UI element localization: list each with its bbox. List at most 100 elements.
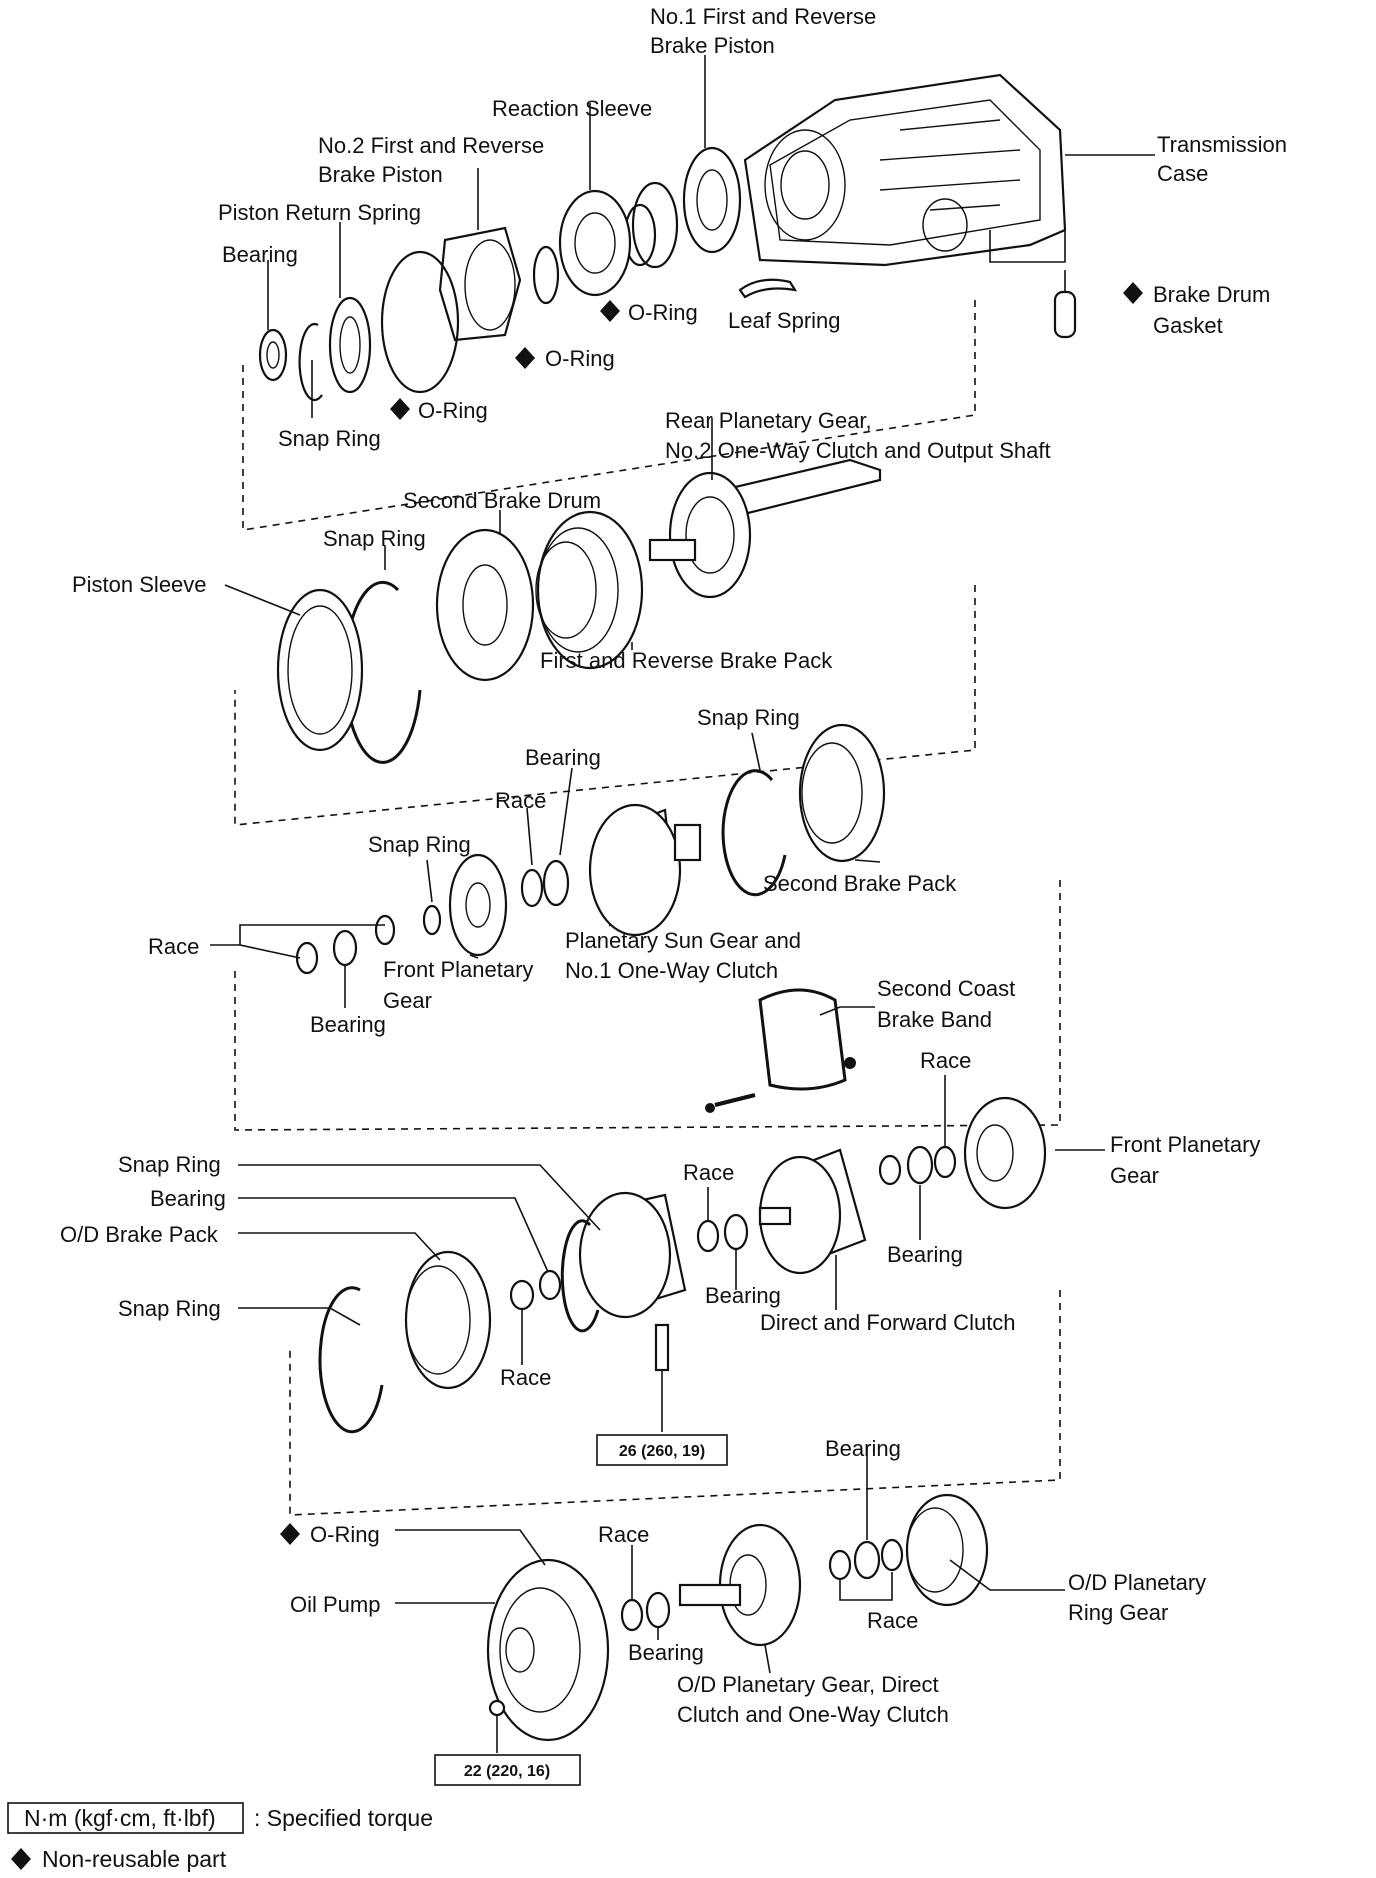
snap-ring-3-part xyxy=(721,769,787,897)
race-7b-part xyxy=(828,1549,852,1581)
bearing-6-part xyxy=(645,1591,671,1629)
label-race-3: Race xyxy=(920,1048,971,1073)
label-race-7: Race xyxy=(867,1608,918,1633)
label-no2-brake-piston-1: No.2 First and Reverse xyxy=(318,133,544,158)
label-reaction-sleeve: Reaction Sleeve xyxy=(492,96,652,121)
snap-ring-6-part xyxy=(318,1286,384,1434)
race-6-part xyxy=(620,1598,644,1632)
label-second-brake-pack: Second Brake Pack xyxy=(763,871,957,896)
coast-band-part xyxy=(705,988,856,1113)
bearing-5-part xyxy=(538,1269,562,1301)
bolt-2-part xyxy=(488,1699,506,1753)
torque-2-label: 22 (220, 16) xyxy=(464,1763,550,1780)
label-bearing-5: Bearing xyxy=(887,1242,963,1267)
leader-lines xyxy=(210,55,1155,1674)
front-planetary-a-part xyxy=(448,853,508,957)
torque-box-2 xyxy=(434,1754,581,1786)
label-oring-b: O-Ring xyxy=(545,346,615,371)
orings-top xyxy=(623,181,679,269)
second-brake-drum-part xyxy=(435,528,535,682)
label-rear-planetary-1: Rear Planetary Gear, xyxy=(665,408,872,433)
legend-torque-desc: : Specified torque xyxy=(254,1805,433,1831)
transmission-case xyxy=(743,73,1067,267)
label-oil-pump: Oil Pump xyxy=(290,1592,380,1617)
label-first-reverse-pack: First and Reverse Brake Pack xyxy=(540,648,833,673)
label-race-2: Race xyxy=(148,934,199,959)
snap-ring-4-part xyxy=(422,904,442,936)
label-bearing-8: Bearing xyxy=(628,1640,704,1665)
label-snap-ring-5: Snap Ring xyxy=(118,1152,221,1177)
bolt-1-part xyxy=(654,1323,670,1432)
label-bearing-top: Bearing xyxy=(222,242,298,267)
label-sun-gear-2: No.1 One-Way Clutch xyxy=(565,958,778,983)
piston-sleeve-part xyxy=(276,588,364,752)
oil-pump-part xyxy=(486,1558,610,1742)
bearing-2-part xyxy=(542,859,570,907)
first-reverse-pack-part xyxy=(535,510,644,670)
return-spring-part xyxy=(328,296,372,394)
large-oring-part xyxy=(380,250,460,394)
od-ring-gear-part xyxy=(905,1493,989,1607)
label-snap-ring-1: Snap Ring xyxy=(278,426,381,451)
label-od-ring-gear-1: O/D Planetary xyxy=(1068,1570,1206,1595)
sun-gear-part xyxy=(588,803,702,937)
snap-ring-small-part xyxy=(298,322,323,402)
race-3b-part xyxy=(878,1154,902,1186)
label-oring-c: O-Ring xyxy=(418,398,488,423)
bearing-7-part xyxy=(723,1213,749,1251)
label-race-4: Race xyxy=(683,1160,734,1185)
torque-1-label: 26 (260, 19) xyxy=(619,1443,705,1460)
bearing-3-part xyxy=(332,929,358,967)
label-front-planetary-b-1: Front Planetary xyxy=(1110,1132,1260,1157)
group-outlines xyxy=(234,300,1061,1516)
od-brake-pack-part xyxy=(404,1250,492,1390)
oring-small-part xyxy=(532,245,560,305)
label-race-1: Race xyxy=(495,788,546,813)
label-no1-brake-piston-1: No.1 First and Reverse xyxy=(650,4,876,29)
label-bearing-2: Bearing xyxy=(525,745,601,770)
label-snap-ring-4: Snap Ring xyxy=(368,832,471,857)
label-oring-d: O-Ring xyxy=(310,1522,380,1547)
legend-torque-box xyxy=(7,1802,244,1834)
label-no2-brake-piston-2: Brake Piston xyxy=(318,162,443,187)
label-front-planetary-a-1: Front Planetary xyxy=(383,957,533,982)
label-front-planetary-b-2: Gear xyxy=(1110,1163,1159,1188)
label-snap-ring-6: Snap Ring xyxy=(118,1296,221,1321)
label-second-brake-drum: Second Brake Drum xyxy=(403,488,601,513)
clutch-drum-part xyxy=(578,1191,687,1319)
race-2a-part xyxy=(374,914,396,946)
label-bearing-3: Bearing xyxy=(310,1012,386,1037)
label-race-5: Race xyxy=(500,1365,551,1390)
output-shaft-part xyxy=(648,458,882,599)
label-transmission-case-1: Transmission xyxy=(1157,132,1287,157)
race-5-part xyxy=(509,1279,535,1311)
label-front-planetary-a-2: Gear xyxy=(383,988,432,1013)
legend-nonreusable: Non-reusable part xyxy=(42,1846,227,1872)
od-planetary-part xyxy=(678,1523,802,1647)
part-labels: No.1 First and Reverse Brake Piston Reac… xyxy=(60,4,1287,1727)
no2-brake-piston-part xyxy=(438,226,522,342)
label-snap-ring-2: Snap Ring xyxy=(323,526,426,551)
label-piston-sleeve: Piston Sleeve xyxy=(72,572,207,597)
label-coast-band-2: Brake Band xyxy=(877,1007,992,1032)
label-sun-gear-1: Planetary Sun Gear and xyxy=(565,928,801,953)
label-bearing-4: Bearing xyxy=(150,1186,226,1211)
label-transmission-case-2: Case xyxy=(1157,161,1208,186)
label-direct-forward-clutch: Direct and Forward Clutch xyxy=(760,1310,1016,1335)
label-bearing-7: Bearing xyxy=(825,1436,901,1461)
race-4-part xyxy=(696,1219,720,1253)
diamond-icon xyxy=(11,282,1143,1870)
label-bearing-6: Bearing xyxy=(705,1283,781,1308)
torque-box-1 xyxy=(596,1434,728,1466)
label-leaf-spring: Leaf Spring xyxy=(728,308,841,333)
label-snap-ring-3: Snap Ring xyxy=(697,705,800,730)
race-3-part xyxy=(933,1145,957,1179)
label-piston-return-spring: Piston Return Spring xyxy=(218,200,421,225)
leaf-spring-part xyxy=(738,278,798,299)
label-od-planetary-2: Clutch and One-Way Clutch xyxy=(677,1702,949,1727)
label-od-ring-gear-2: Ring Gear xyxy=(1068,1600,1168,1625)
label-rear-planetary-2: No.2 One-Way Clutch and Output Shaft xyxy=(665,438,1051,463)
bearing-top-part xyxy=(258,328,288,382)
label-race-6: Race xyxy=(598,1522,649,1547)
